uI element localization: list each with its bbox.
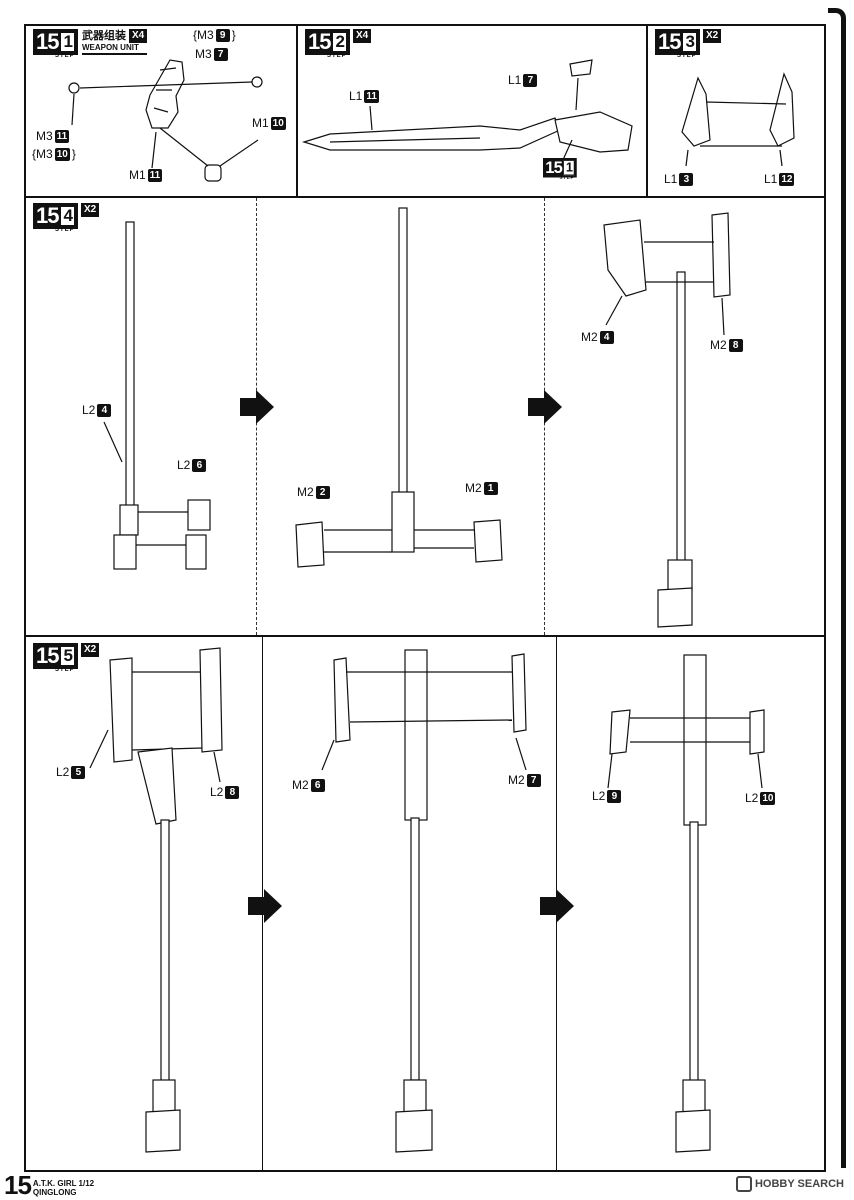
next-arrow-icon [528,390,562,424]
multiplier-badge: X2 [80,643,100,657]
product-name: A.T.K. GIRL 1/12 [32,1179,95,1188]
multiplier-badge: X4 [352,29,372,43]
page-footer: 15 A.T.K. GIRL 1/12 QINGLONG [4,1170,95,1200]
next-arrow-icon [240,390,274,424]
horn-part [681,72,795,167]
weapon-unit-part [68,59,263,182]
step-title-en: WEAPON UNIT [81,43,148,55]
page-frame [24,24,826,1172]
logo-icon [735,1176,752,1192]
pole-step-15-4-b [295,207,503,568]
pole-step-15-5-a [89,647,223,1153]
sword-part [301,59,633,163]
step-word: STEP [327,53,347,59]
step-word: STEP [677,53,697,59]
flow-arrows [240,390,574,923]
step-word: STEP [55,667,75,673]
watermark: HOBBY SEARCH [735,1176,844,1192]
pole-step-15-5-c [607,654,765,1153]
multiplier-badge: X2 [702,29,722,43]
next-arrow-icon [540,889,574,923]
step-word: STEP [55,227,75,233]
step-title-cn: 武器组装 [81,30,126,42]
pole-step-15-5-b [321,649,527,1153]
step-word: STEP [559,176,575,181]
pole-step-15-4-a [103,221,211,570]
multiplier-badge: X4 [128,29,148,43]
watermark-text: HOBBY SEARCH [754,1178,844,1190]
page-corner-bracket [828,8,846,1168]
divider-151-152 [296,24,298,196]
page-number: 15 [4,1170,32,1200]
divider-152-153 [646,24,648,196]
product-subname: QINGLONG [32,1188,77,1197]
step-word: STEP [55,53,75,59]
divider-row1 [24,196,826,198]
pole-step-15-4-c [603,212,731,628]
next-arrow-icon [248,889,282,923]
multiplier-badge: X2 [80,203,100,217]
divider-row2 [24,635,826,637]
